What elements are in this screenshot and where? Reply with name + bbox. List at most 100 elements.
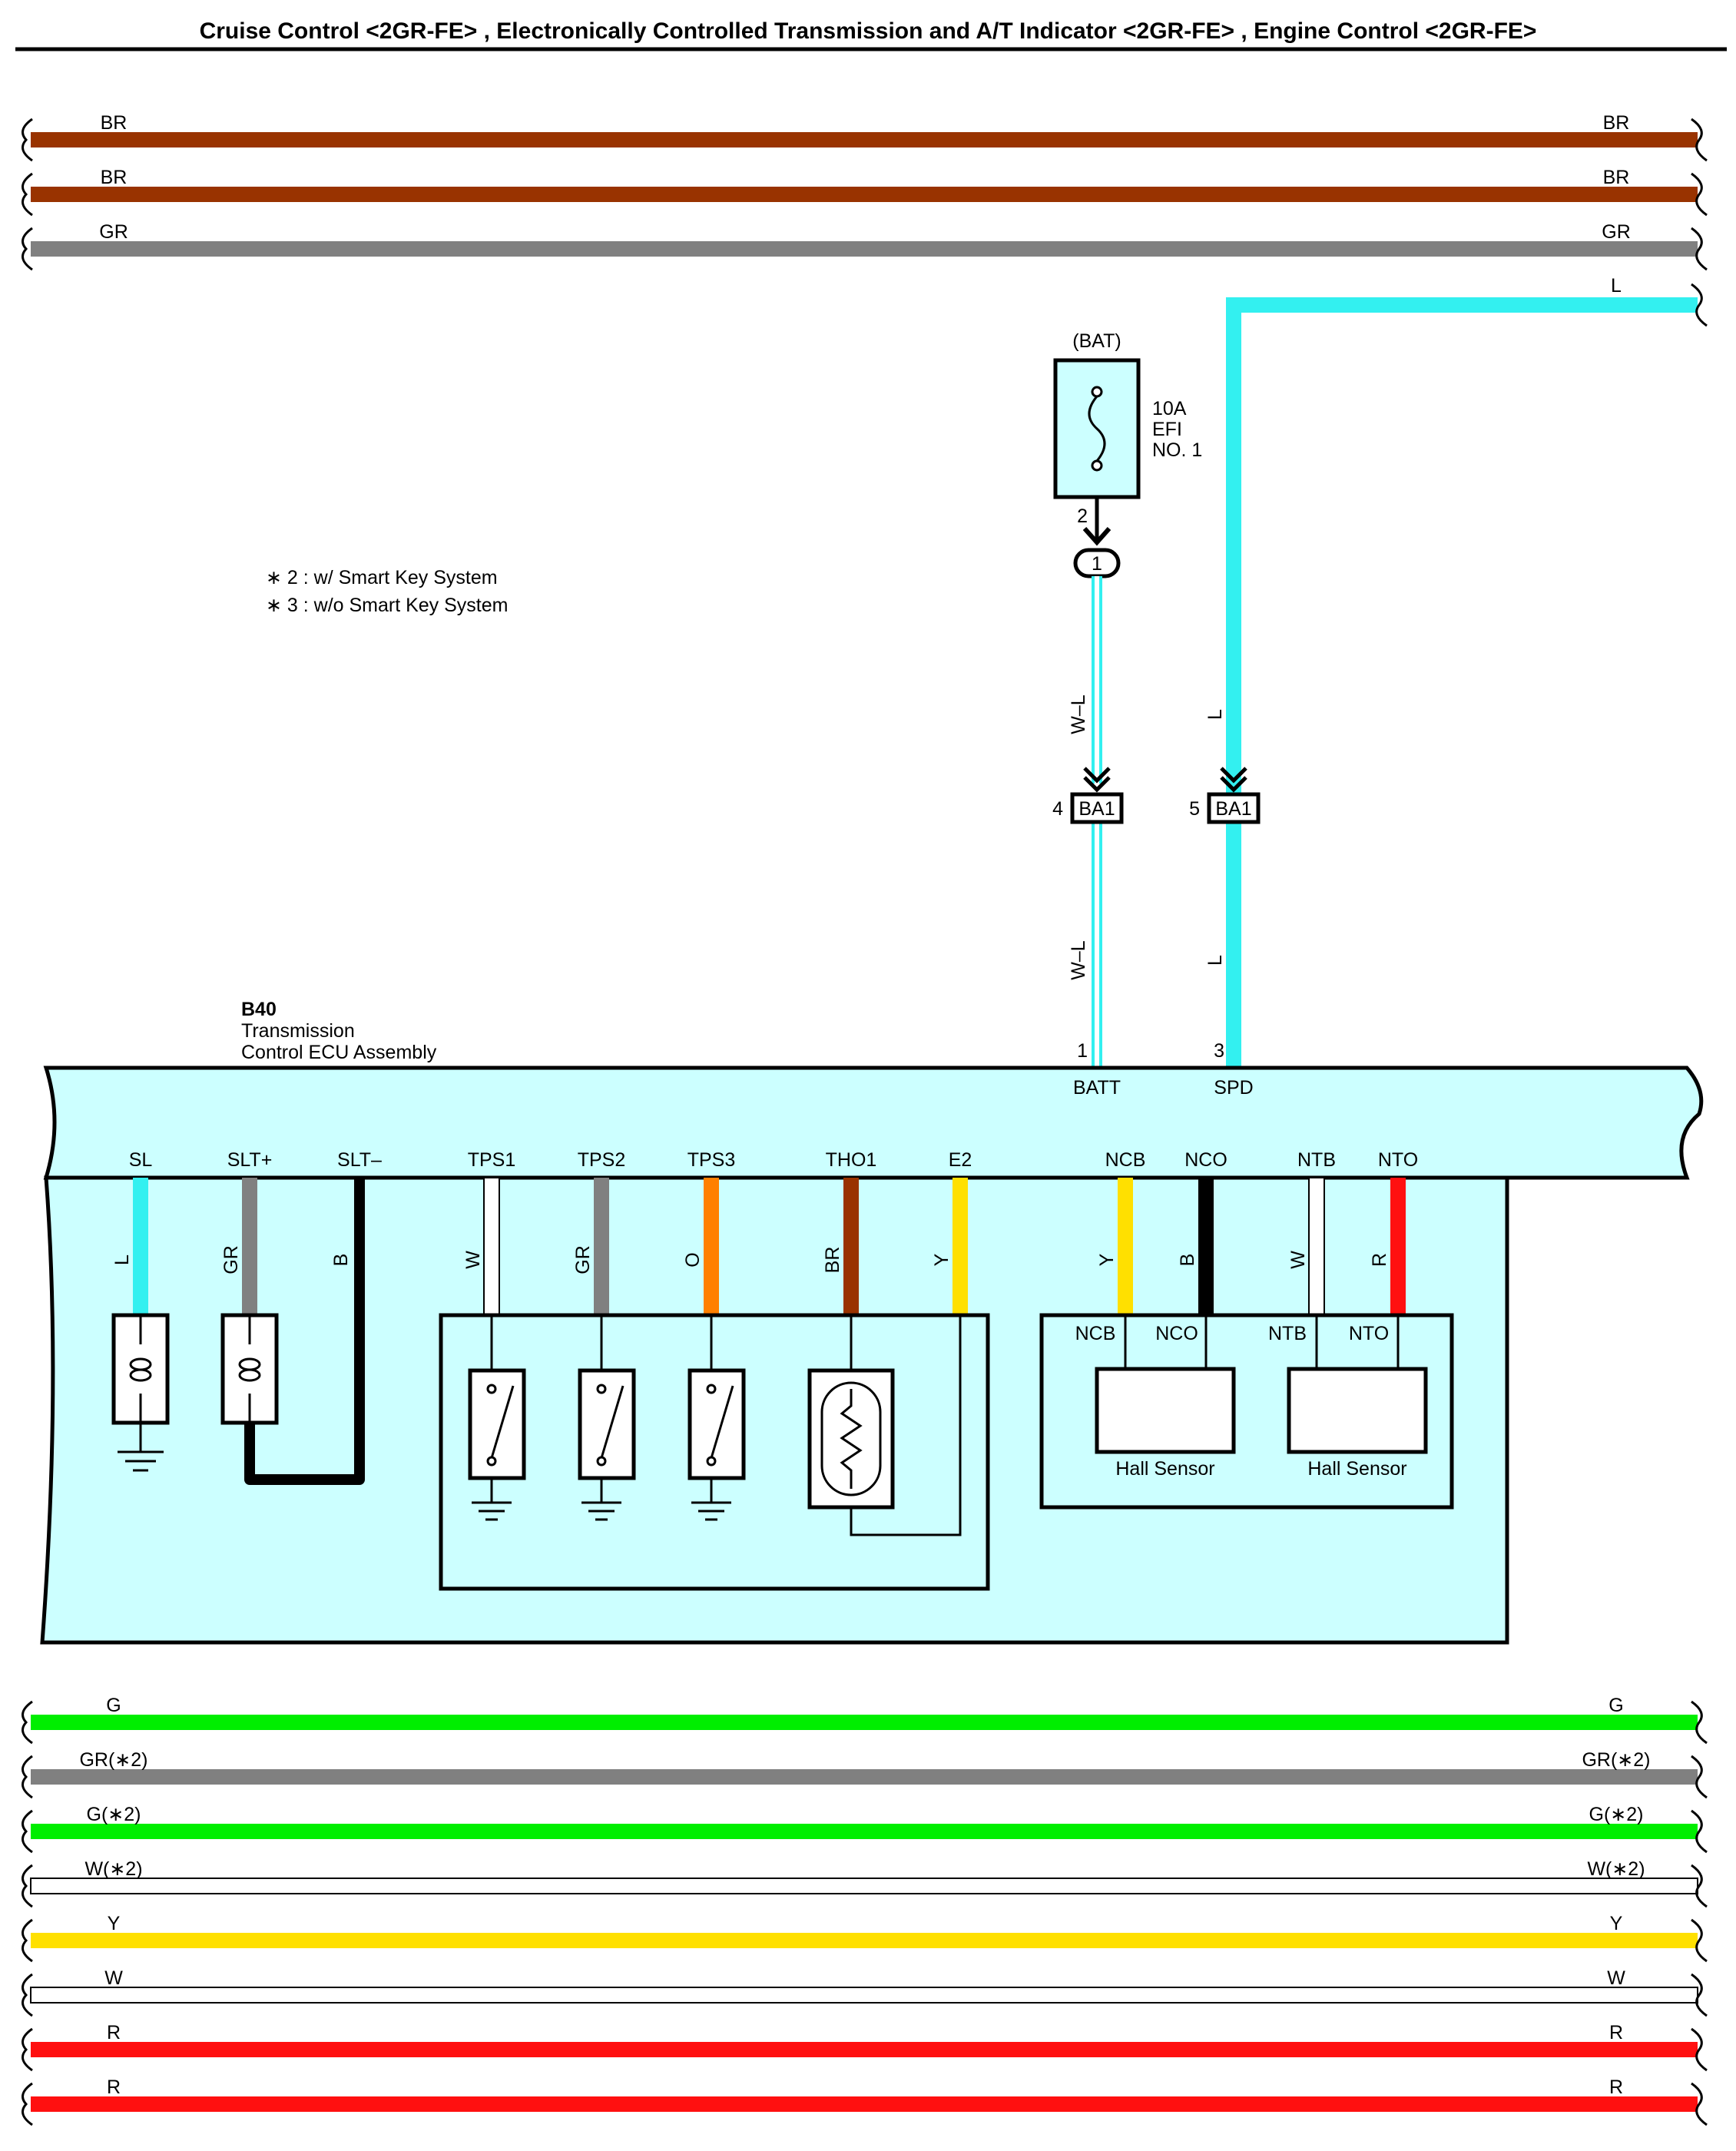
break-mark-icon: [1691, 2082, 1708, 2126]
bus-label-left: W: [104, 1967, 123, 1989]
ecu-wire-color-label: GR: [572, 1245, 594, 1274]
ground-icon: [472, 1501, 512, 1521]
ecu-pin-spd-number: 3: [1214, 1040, 1224, 1062]
break-mark-icon: [1691, 1864, 1708, 1908]
hall2-pin-right: NTO: [1349, 1323, 1389, 1344]
fuse-source-label: (BAT): [1072, 330, 1121, 352]
ecu-terminal-name: SLT–: [337, 1149, 382, 1171]
spd-wire-label-lower: L: [1204, 955, 1226, 966]
spd-feed-wire: L: [1226, 275, 1708, 1066]
ground-icon: [581, 1501, 621, 1521]
thermistor-tho1: [807, 1315, 962, 1536]
solenoid-sl: [111, 1313, 170, 1472]
hall1-pin-left: NCB: [1075, 1323, 1116, 1344]
ecu-terminal-7: E2Y: [931, 1149, 972, 1315]
ecu-terminal-name: NCO: [1184, 1149, 1227, 1171]
break-mark-icon: [22, 1918, 33, 1963]
break-mark-icon: [22, 2027, 33, 2072]
bus-label-right: G(∗2): [1589, 1804, 1644, 1825]
break-mark-icon: [22, 1864, 33, 1908]
ecu-name-line1: Transmission: [241, 1020, 355, 1042]
fuse-arrow-icon: [1082, 527, 1112, 546]
bus-label-left: G: [106, 1695, 121, 1716]
switch-tps1: [468, 1315, 526, 1521]
hall1-label: Hall Sensor: [1115, 1458, 1214, 1480]
hall-sensor-1: [1095, 1367, 1236, 1454]
break-mark-icon: [1691, 1973, 1708, 2017]
ecu-wire-color-label: W: [1287, 1251, 1309, 1269]
bottom-bus-1: GR(∗2)GR(∗2): [22, 1749, 1708, 1799]
switch-tps3: [687, 1315, 746, 1521]
ecu-wire-color-label: GR: [220, 1245, 242, 1274]
break-mark-icon: [1691, 227, 1708, 271]
break-mark-icon: [22, 1809, 33, 1854]
ecu-wire-color-label: R: [1369, 1253, 1390, 1267]
note-smart-key: ∗ 2 : w/ Smart Key System: [266, 567, 498, 588]
batt-wire-label-upper: W–L: [1068, 694, 1089, 734]
hall1-pin-right: NCO: [1155, 1323, 1198, 1344]
bus-label-left: BR: [101, 112, 128, 134]
ecu-wire-color-label: B: [1177, 1254, 1198, 1267]
break-mark-icon: [22, 172, 33, 217]
batt-wire-label-lower: W–L: [1068, 940, 1089, 980]
break-mark-icon: [22, 1700, 33, 1745]
ba1-connector-pin5: [1207, 792, 1261, 824]
bus-label-right: GR(∗2): [1582, 1749, 1650, 1771]
bus-label-left: Y: [108, 1913, 121, 1934]
ecu-wire-color-label: W: [462, 1251, 484, 1269]
ecu-terminal-10: NTB W: [1287, 1149, 1336, 1316]
ba1-pin5-arrow-icon: [1220, 767, 1247, 793]
fuse-pin: 2: [1077, 505, 1088, 527]
break-mark-icon: [1691, 1700, 1708, 1745]
ecu-terminal-name: NTO: [1378, 1149, 1418, 1171]
bus-label-left: BR: [101, 167, 128, 188]
ecu-terminal-batt: BATT: [1073, 1077, 1121, 1099]
bus-label-right: G: [1608, 1695, 1623, 1716]
ecu-wire-color-label: B: [330, 1254, 352, 1267]
ba1-name-pin4: BA1: [1078, 798, 1115, 820]
hall2-pin-left: NTB: [1268, 1323, 1307, 1344]
fuse-name-line2: NO. 1: [1152, 439, 1202, 461]
ecu-code: B40: [241, 999, 277, 1020]
ecu-terminal-group: SLLSLT+GRSLT–BTPS1WTPS2GRTPS3OTHO1BRE2YN…: [111, 1149, 1418, 1316]
bus-label-left: R: [107, 2022, 121, 2043]
bus-label-right: W(∗2): [1587, 1858, 1645, 1880]
ground-icon: [691, 1501, 731, 1521]
note-no-smart-key: ∗ 3 : w/o Smart Key System: [266, 595, 508, 616]
ecu-wire-color-label: BR: [822, 1247, 843, 1274]
ba1-pin4-number: 4: [1052, 798, 1063, 820]
ground-icon: [118, 1450, 164, 1472]
ecu-terminal-name: NCB: [1105, 1149, 1146, 1171]
break-mark-icon: [1691, 1809, 1708, 1854]
ecu-connector-strip: [43, 1066, 1704, 1180]
fuse-rating: 10A: [1152, 398, 1187, 419]
switch-tps2: [578, 1315, 636, 1521]
break-mark-icon: [1691, 172, 1708, 217]
ecu-pin-batt-number: 1: [1077, 1040, 1088, 1062]
ecu-terminal-name: TPS3: [687, 1149, 736, 1171]
spd-connector: L L BA1 5: [1189, 709, 1261, 966]
ecu-wire-color-label: L: [111, 1254, 133, 1265]
break-mark-icon: [1691, 1918, 1708, 1963]
bus-label-left: GR: [99, 221, 128, 243]
diagram-title: Cruise Control <2GR-FE> , Electronically…: [200, 18, 1537, 44]
ecu-wire-color-label: Y: [931, 1253, 952, 1266]
ecu-terminal-name: E2: [949, 1149, 972, 1171]
batt-wire: W–L W–L BA1 4: [1052, 576, 1124, 1066]
bus-label-right: R: [1609, 2022, 1623, 2043]
bus-label-left: R: [107, 2076, 121, 2098]
ecu-terminal-name: NTB: [1297, 1149, 1336, 1171]
spd-feed-label: L: [1611, 275, 1622, 297]
ecu-name-line2: Control ECU Assembly: [241, 1042, 437, 1063]
break-mark-icon: [1691, 118, 1708, 162]
